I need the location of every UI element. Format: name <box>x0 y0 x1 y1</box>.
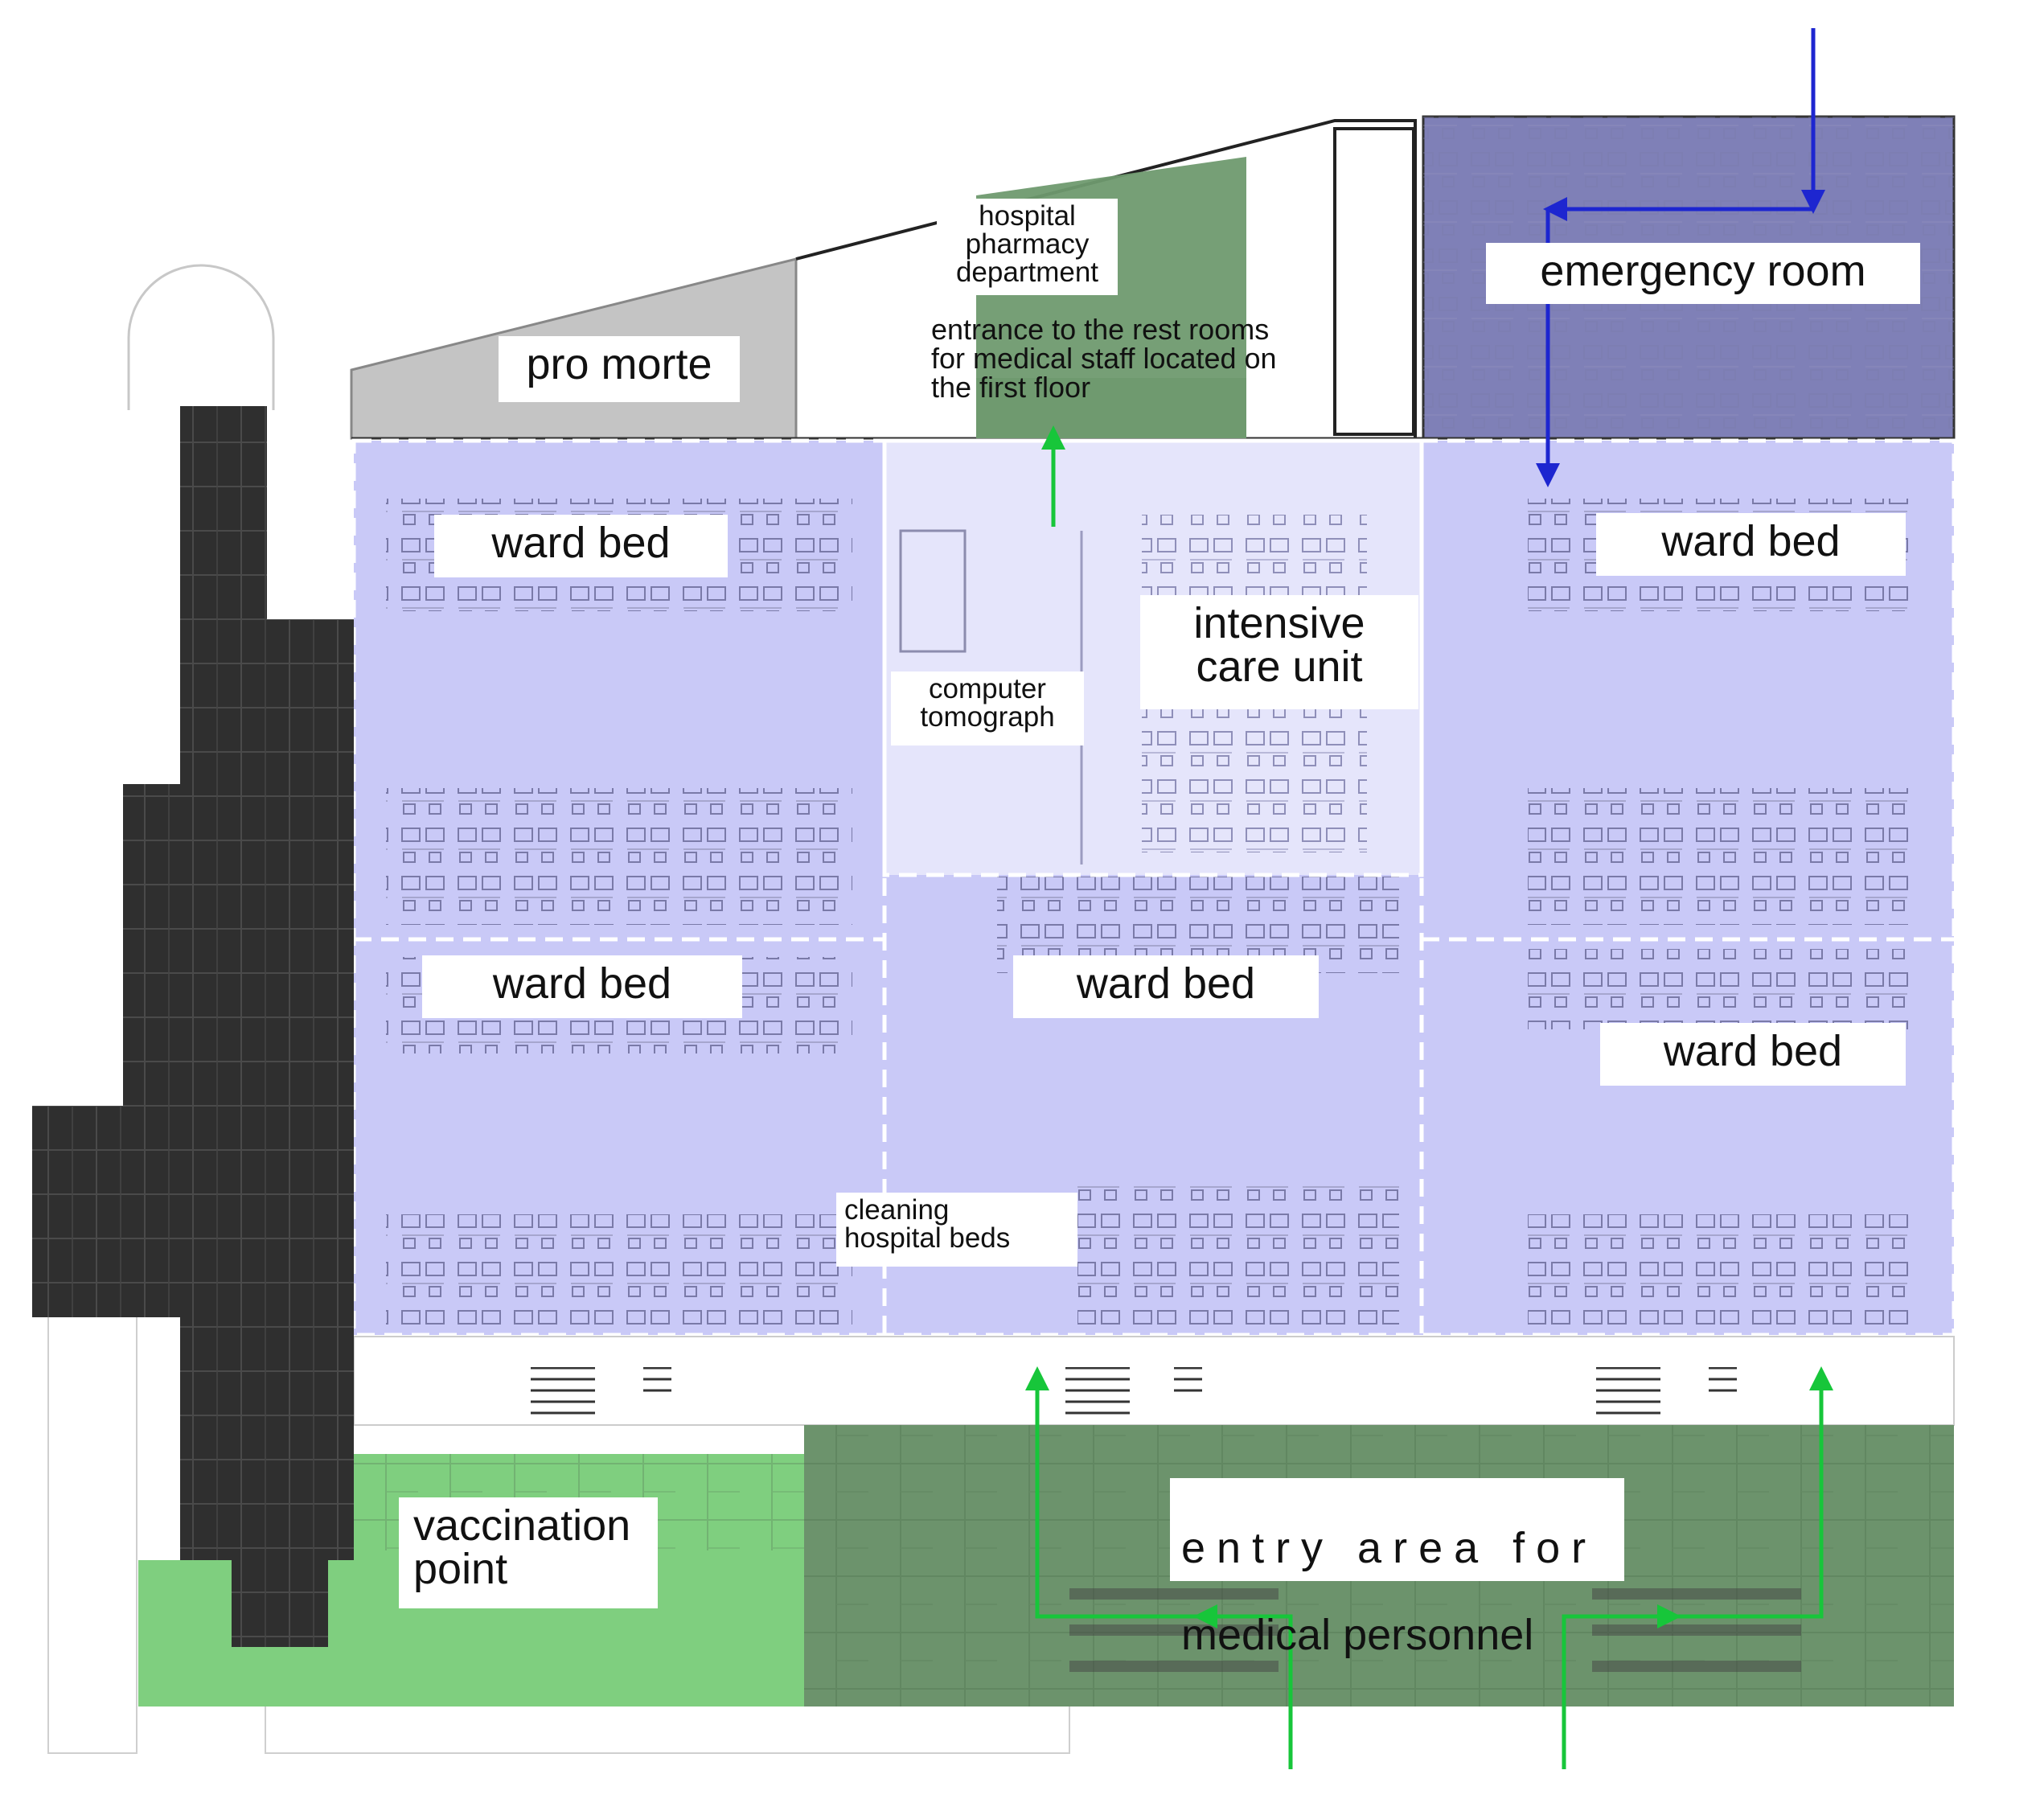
icu-label: intensive care unit <box>1140 595 1418 709</box>
dark-wing-detail <box>32 406 354 1647</box>
ward-bed-label-bottom-left: ward bed <box>422 955 742 1018</box>
locker-row <box>1592 1624 1801 1636</box>
beds-row <box>1528 949 1914 1029</box>
ct-scanner <box>899 529 967 653</box>
emergency-room-label: emergency room <box>1486 243 1920 304</box>
pro-morte-label: pro morte <box>499 336 740 402</box>
beds-row <box>1077 1182 1399 1327</box>
entry-area-label: entry area for medical personnel <box>1170 1478 1624 1657</box>
locker-row <box>1069 1661 1279 1672</box>
vaccination-label: vaccination point <box>399 1497 658 1608</box>
stair <box>531 1367 595 1415</box>
entry-area-label-line1: entry area for <box>1181 1524 1598 1572</box>
ward-bed-label-top-right: ward bed <box>1596 513 1906 576</box>
elevator <box>643 1367 671 1395</box>
ward-bed-label-bottom-center: ward bed <box>1013 955 1319 1018</box>
rest-rooms-entrance-area <box>976 378 1246 438</box>
curved-outline <box>127 264 275 410</box>
elevator <box>1709 1367 1737 1395</box>
stair-block <box>1333 127 1415 436</box>
rest-rooms-label: entrance to the rest rooms for medical s… <box>931 313 1277 404</box>
entry-area-label-line2: medical personnel <box>1181 1611 1534 1659</box>
personnel-route <box>1025 425 1833 1769</box>
beds-row <box>1528 1214 1914 1327</box>
locker-row <box>1069 1624 1279 1636</box>
beds-row <box>386 788 852 925</box>
outline-bottom <box>265 1704 1070 1754</box>
beds-row <box>386 1214 852 1327</box>
stair <box>1065 1367 1130 1415</box>
beds-row <box>1528 788 1914 925</box>
locker-row <box>1592 1661 1801 1672</box>
locker-row <box>1592 1588 1801 1600</box>
corridor <box>353 1336 1955 1426</box>
ward-bed-label-top-left: ward bed <box>434 515 728 577</box>
outline-left <box>47 1302 137 1754</box>
cleaning-label: cleaning hospital beds <box>836 1193 1077 1267</box>
locker-row <box>1069 1588 1279 1600</box>
ct-label: computer tomograph <box>891 672 1084 745</box>
elevator <box>1174 1367 1202 1395</box>
ward-bed-label-bottom-right: ward bed <box>1600 1023 1906 1086</box>
stair <box>1596 1367 1660 1415</box>
pharmacy-label: hospital pharmacy department <box>937 199 1118 295</box>
